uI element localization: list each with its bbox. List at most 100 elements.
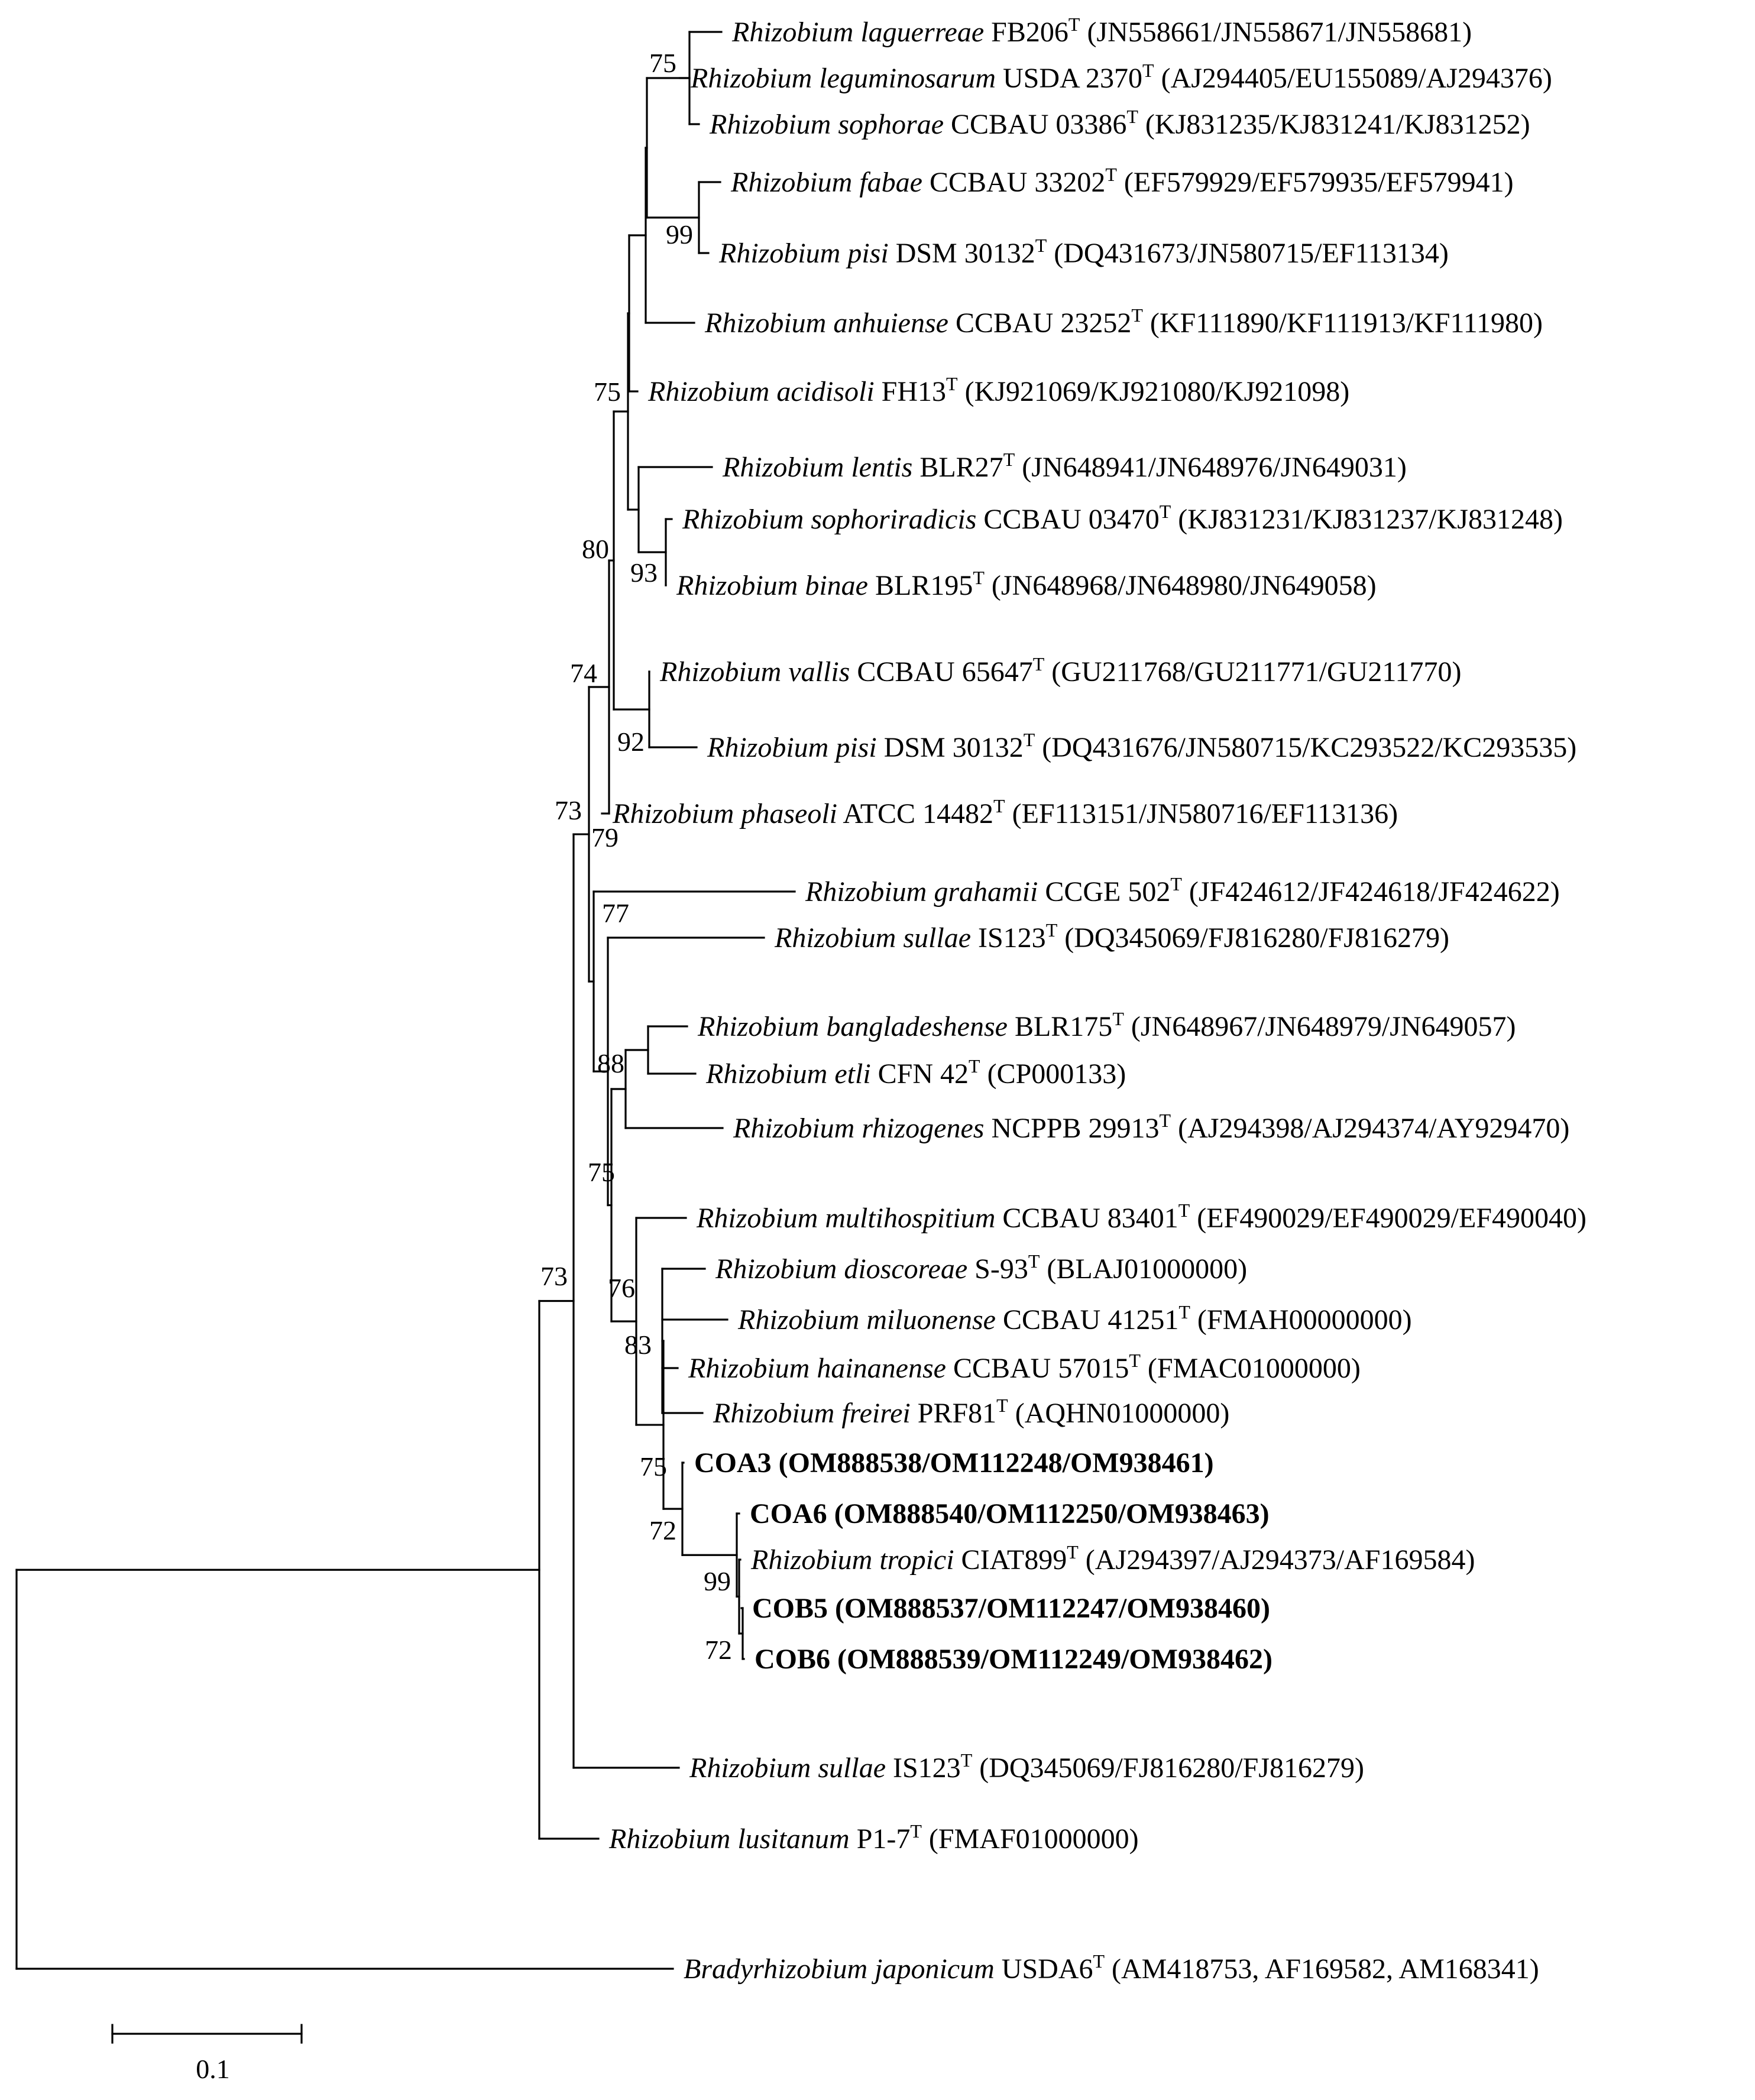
- leaf-label-freirei: Rhizobium freirei PRF81T (AQHN01000000): [713, 1395, 1229, 1429]
- type-strain-superscript: T: [1129, 1350, 1141, 1371]
- bootstrap-value: 83: [624, 1330, 652, 1360]
- accession-numbers: (CP000133): [980, 1058, 1126, 1090]
- species-name: Rhizobium freirei: [713, 1398, 911, 1429]
- bootstrap-value: 75: [640, 1451, 667, 1482]
- species-name: Rhizobium etli: [705, 1058, 871, 1090]
- accession-numbers: (AJ294397/AJ294373/AF169584): [1079, 1544, 1475, 1576]
- strain-name: CCBAU 03386: [944, 109, 1126, 140]
- scale-bar: 0.1: [111, 2024, 303, 2084]
- type-strain-superscript: T: [1170, 873, 1182, 895]
- strain-name: CCBAU 41251: [996, 1304, 1178, 1336]
- type-strain-superscript: T: [1131, 304, 1143, 326]
- leaf-label-pisi1: Rhizobium pisi DSM 30132T (DQ431673/JN58…: [718, 235, 1449, 269]
- leaf-label-leguminosarum: Rhizobium leguminosarum USDA 2370T (AJ29…: [690, 60, 1552, 94]
- bootstrap-value: 75: [594, 377, 621, 407]
- leaf-label-lentis: Rhizobium lentis BLR27T (JN648941/JN6489…: [722, 449, 1407, 483]
- strain-name: BLR27: [912, 452, 1003, 483]
- species-name: Rhizobium multihospitium: [696, 1203, 995, 1234]
- leaf-label-acidisoli: Rhizobium acidisoli FH13T (KJ921069/KJ92…: [647, 373, 1349, 407]
- species-name: Rhizobium sophorae: [709, 109, 944, 140]
- accession-numbers: (DQ345069/FJ816280/FJ816279): [972, 1752, 1364, 1784]
- strain-name: CCBAU 23252: [948, 307, 1131, 339]
- strain-name: ATCC 14482: [837, 798, 993, 829]
- bootstrap-value: 80: [582, 534, 609, 564]
- accession-numbers: (KJ921069/KJ921080/KJ921098): [958, 376, 1350, 407]
- species-name: Rhizobium tropici: [750, 1544, 954, 1576]
- accession-numbers: (JN648968/JN648980/JN649058): [985, 570, 1377, 601]
- strain-name: USDA6: [995, 1953, 1093, 1985]
- strain-name: DSM 30132: [877, 732, 1024, 763]
- leaf-label-bangladeshense: Rhizobium bangladeshense BLR175T (JN6489…: [697, 1008, 1516, 1042]
- strain-name: CFN 42: [871, 1058, 969, 1090]
- bootstrap-value: 93: [630, 558, 658, 588]
- type-strain-superscript: T: [1178, 1200, 1190, 1221]
- species-name: Rhizobium bangladeshense: [697, 1011, 1008, 1042]
- strain-name: CCBAU 57015: [946, 1353, 1129, 1384]
- strain-name: IS123: [886, 1752, 961, 1784]
- strain-name: BLR175: [1008, 1011, 1112, 1042]
- leaf-label-phaseoli: Rhizobium phaseoli ATCC 14482T (EF113151…: [612, 795, 1398, 829]
- type-strain-superscript: T: [1105, 164, 1117, 185]
- strain-name: S-93: [967, 1253, 1028, 1285]
- leaf-label-binae: Rhizobium binae BLR195T (JN648968/JN6489…: [676, 567, 1377, 601]
- accession-numbers: (KJ831231/KJ831237/KJ831248): [1171, 504, 1563, 535]
- accession-numbers: (DQ345069/FJ816280/FJ816279): [1057, 922, 1449, 954]
- species-name: Rhizobium lusitanum: [608, 1823, 850, 1855]
- strain-name: COB5 (OM888537/OM112247/OM938460): [752, 1593, 1270, 1624]
- type-strain-superscript: T: [1003, 449, 1015, 470]
- leaf-label-multihospitium: Rhizobium multihospitium CCBAU 83401T (E…: [696, 1200, 1586, 1234]
- strain-name: CCBAU 83401: [995, 1203, 1178, 1234]
- species-name: Rhizobium sullae: [774, 922, 971, 954]
- tree-branches: [15, 31, 796, 1970]
- type-strain-superscript: T: [1068, 14, 1080, 35]
- leaf-label-dioscoreae: Rhizobium dioscoreae S-93T (BLAJ01000000…: [715, 1250, 1247, 1285]
- species-name: Bradyrhizobium japonicum: [684, 1953, 995, 1985]
- bootstrap-value: 72: [705, 1635, 732, 1665]
- species-name: Rhizobium fabae: [730, 167, 922, 198]
- type-strain-superscript: T: [1160, 1110, 1171, 1131]
- species-name: Rhizobium anhuiense: [704, 307, 948, 339]
- accession-numbers: (EF579929/EF579935/EF579941): [1117, 167, 1514, 198]
- leaf-label-sophoriradicis: Rhizobium sophoriradicis CCBAU 03470T (K…: [682, 501, 1563, 535]
- type-strain-superscript: T: [1126, 106, 1138, 127]
- accession-numbers: (AM418753, AF169582, AM168341): [1105, 1953, 1539, 1985]
- bootstrap-value: 73: [555, 795, 582, 825]
- leaf-label-sophorae: Rhizobium sophorae CCBAU 03386T (KJ83123…: [709, 106, 1530, 140]
- type-strain-superscript: T: [996, 1395, 1008, 1416]
- leaf-label-fabae: Rhizobium fabae CCBAU 33202T (EF579929/E…: [730, 164, 1514, 198]
- species-name: Rhizobium pisi: [707, 732, 877, 763]
- strain-name: DSM 30132: [889, 238, 1035, 269]
- bootstrap-value: 77: [602, 898, 629, 928]
- type-strain-superscript: T: [1033, 653, 1045, 675]
- type-strain-superscript: T: [1035, 235, 1047, 256]
- bootstrap-value: 99: [704, 1566, 731, 1596]
- accession-numbers: (EF113151/JN580716/EF113136): [1005, 798, 1398, 829]
- species-name: Rhizobium rhizogenes: [733, 1113, 984, 1144]
- accession-numbers: (KF111890/KF111913/KF111980): [1143, 307, 1543, 339]
- bootstrap-value: 75: [588, 1157, 615, 1187]
- strain-name: COB6 (OM888539/OM112249/OM938462): [755, 1644, 1272, 1675]
- species-name: Rhizobium grahamii: [805, 876, 1038, 908]
- type-strain-superscript: T: [1093, 1950, 1105, 1972]
- type-strain-superscript: T: [1028, 1250, 1040, 1272]
- accession-numbers: (FMAH00000000): [1190, 1304, 1412, 1336]
- strain-name: CCBAU 65647: [850, 656, 1032, 688]
- type-strain-superscript: T: [1112, 1008, 1124, 1029]
- type-strain-superscript: T: [1178, 1301, 1190, 1323]
- strain-name: FH13: [875, 376, 946, 407]
- bootstrap-value: 99: [666, 219, 693, 249]
- strain-name: COA6 (OM888540/OM112250/OM938463): [750, 1498, 1270, 1529]
- leaf-label-miluonense: Rhizobium miluonense CCBAU 41251T (FMAH0…: [737, 1301, 1412, 1336]
- type-strain-superscript: T: [961, 1749, 973, 1771]
- accession-numbers: (EF490029/EF490029/EF490040): [1190, 1203, 1586, 1234]
- scale-bar-label: 0.1: [196, 2054, 230, 2084]
- type-strain-superscript: T: [1046, 919, 1058, 941]
- accession-numbers: (JN558661/JN558671/JN558681): [1080, 17, 1472, 48]
- species-name: Rhizobium sullae: [689, 1752, 886, 1784]
- species-name: Rhizobium phaseoli: [612, 798, 837, 829]
- type-strain-superscript: T: [1142, 60, 1154, 81]
- bootstrap-value: 92: [617, 727, 645, 757]
- bootstrap-value: 88: [597, 1048, 624, 1078]
- bootstrap-value: 75: [649, 48, 676, 78]
- accession-numbers: (JN648967/JN648979/JN649057): [1124, 1011, 1516, 1042]
